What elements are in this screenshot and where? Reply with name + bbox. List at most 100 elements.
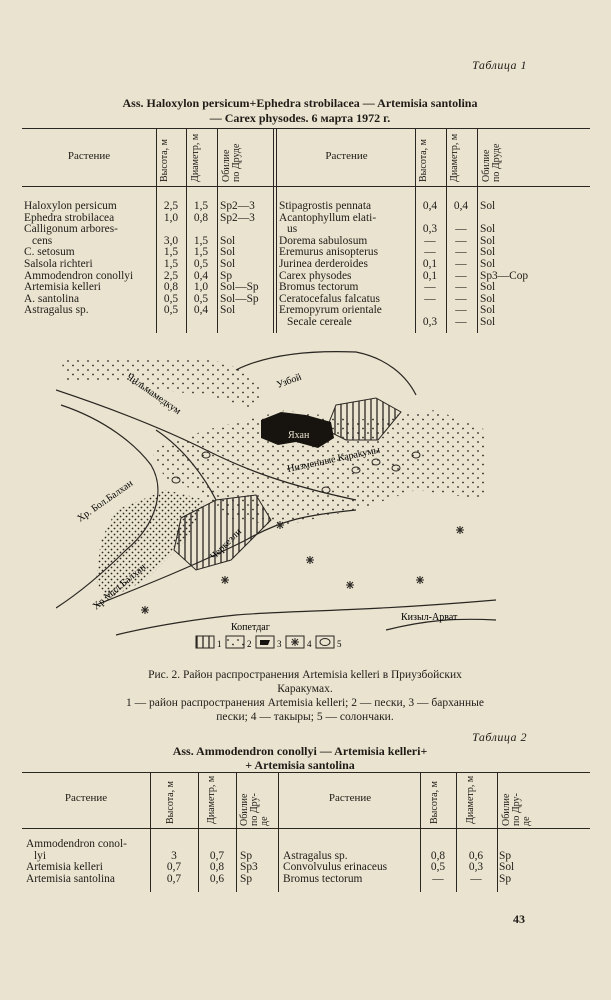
diameter-value: 0,6 [468, 849, 484, 862]
map-borders [56, 350, 496, 636]
plant-name: Acantophyllum elati- [279, 211, 377, 224]
table1-vline [276, 128, 277, 333]
abundance-value: Sol [220, 258, 236, 270]
height-value: 0,7 [166, 872, 182, 885]
height-value: 3 [171, 849, 177, 862]
legend-number: 1 [217, 639, 222, 649]
plant-name: A. santolina [24, 292, 80, 305]
map-sand-dots-north [61, 358, 261, 410]
diameter-value: 1,5 [193, 200, 209, 212]
height-value: 0,1 [422, 258, 438, 270]
abundance-value: Sol [480, 234, 496, 247]
abundance-value: Sp [499, 872, 512, 885]
plant-name: Convolvulus erinaceus [283, 861, 388, 873]
legend-number: 3 [277, 639, 282, 649]
table1-header-diameter-right: Диаметр, м [449, 133, 460, 182]
map-takyrs [171, 451, 421, 494]
height-value: 1,5 [163, 258, 179, 270]
plant-name: Dorema sabulosum [279, 234, 368, 247]
map-sand-dense [96, 490, 206, 600]
legend-number: 2 [247, 639, 252, 649]
diameter-value: 0,3 [468, 861, 484, 873]
plant-name: Astragalus sp. [283, 849, 348, 862]
plant-name: Bromus tectorum [283, 872, 363, 885]
plant-name: Calligonum arbores- [24, 223, 118, 236]
table2-title-line1: Ass. Ammodendron conollyi — Artemisia ke… [172, 744, 428, 758]
table2-header-rule [22, 828, 590, 829]
height-value: 2,5 [163, 269, 179, 282]
abundance-value: Sol [480, 223, 496, 236]
plant-name: Artemisia kelleri [24, 281, 101, 294]
height-value: 1,5 [163, 246, 179, 259]
plant-name: Ammodendron conollyi [24, 269, 134, 282]
table1-header-plant-right: Растение [325, 150, 368, 162]
table2-header-plant-right: Растение [328, 792, 372, 804]
abundance-value: Sol [480, 246, 496, 259]
diameter-value: — [455, 281, 467, 294]
height-value: 0,5 [163, 304, 179, 317]
abundance-value: Sol—Sp [220, 292, 259, 305]
table2-vline [236, 772, 237, 892]
abundance-value: Sp2—3 [220, 211, 255, 224]
plant-name: Artemisia santolina [26, 872, 115, 885]
abundance-value: Sol [480, 281, 496, 294]
plant-name: Salsola richteri [24, 258, 93, 270]
plant-name: us [287, 223, 298, 236]
table2-vline [420, 772, 421, 892]
table2-vline [198, 772, 199, 892]
plant-name: Ephedra strobilacea [24, 211, 115, 224]
height-value: — [424, 246, 436, 259]
table1-title-line1: Ass. Haloxylon persicum+Ephedra strobila… [122, 96, 478, 110]
abundance-value: Sp3 [240, 861, 258, 873]
figure-caption-line2: Каракумах. [277, 683, 333, 695]
diameter-value: — [455, 258, 467, 270]
table1-header-height: Высота, м [159, 139, 170, 182]
map-label-uzboy: Узбой [275, 372, 303, 391]
abundance-value: Sol [480, 258, 496, 270]
diameter-value: — [455, 223, 467, 236]
height-value: — [424, 281, 436, 294]
diameter-value: 0,8 [209, 861, 225, 873]
table2-top-rule [22, 772, 590, 773]
table2-label: Таблица 2 [472, 730, 527, 744]
map-yakhan-lake [261, 412, 334, 448]
plant-name: Carex physodes [279, 269, 352, 282]
table1-vline [415, 128, 416, 333]
plant-name: Artemisia kelleri [26, 861, 103, 873]
plant-name: Ceratocefalus falcatus [279, 292, 380, 305]
height-value: 0,3 [422, 223, 438, 236]
height-value: 0,3 [422, 316, 438, 328]
table1-vline [217, 128, 218, 333]
table1-header-plant: Растение [67, 150, 111, 162]
distribution-map: Узбой Чильмамедкум Яхан Низменные Караку… [56, 350, 496, 649]
diameter-value: 0,5 [193, 258, 209, 270]
diameter-value: 0,4 [193, 304, 209, 317]
map-label-yakhan: Яхан [288, 430, 310, 441]
height-value: 0,8 [163, 281, 179, 294]
height-value: 0,7 [166, 861, 182, 873]
plant-name: lyi [34, 849, 47, 862]
diameter-value: — [455, 292, 467, 305]
table1-vline [446, 128, 447, 333]
table2-header-plant: Растение [64, 792, 108, 804]
map-sand-dots-main [151, 410, 486, 525]
table1-title-line2: — Carex physodes. 6 марта 1972 г. [209, 111, 391, 125]
diameter-value: 0,6 [209, 872, 225, 885]
figure-caption-line1: Рис. 2. Район распространения Artemisia … [148, 669, 462, 681]
diameter-value: 1,5 [193, 234, 209, 247]
height-value: 2,5 [163, 200, 179, 212]
height-value: 0,8 [430, 849, 446, 862]
diameter-value: 0,5 [193, 292, 209, 305]
abundance-value: Sol [220, 246, 236, 259]
table1-header-diameter: Диаметр, м [190, 133, 201, 182]
diameter-value: 0,4 [453, 200, 469, 212]
abundance-value: Sol [499, 861, 515, 873]
diameter-value: — [455, 316, 467, 328]
height-value: 0,5 [430, 861, 446, 873]
abundance-value: Sol [480, 304, 496, 317]
plant-name: Eremurus anisopterus [279, 246, 379, 259]
figure-caption-line3: 1 — район распространения Artemisia kell… [126, 697, 484, 709]
